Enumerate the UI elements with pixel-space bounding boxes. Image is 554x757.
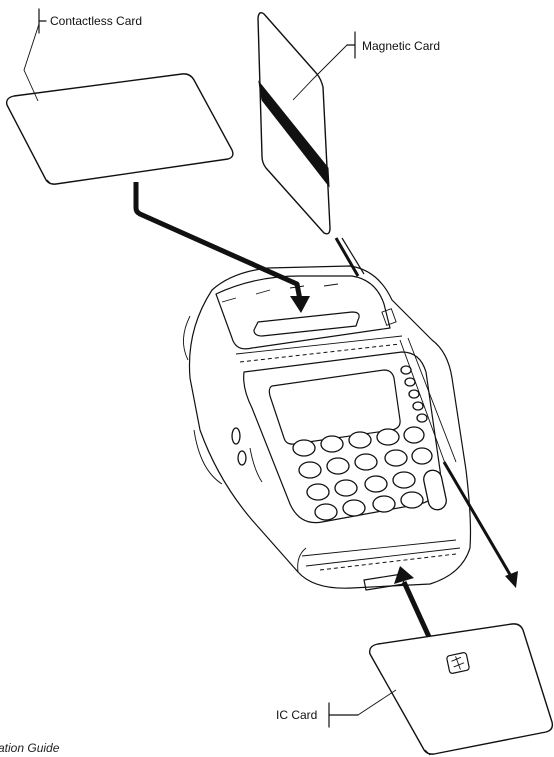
ic-card-label: IC Card [276, 708, 317, 722]
side-buttons [232, 428, 262, 482]
ic-card [370, 624, 553, 755]
contactless-tap-arrow [136, 182, 310, 313]
footer-title: ation Guide [0, 741, 60, 755]
ic-card-callout: IC Card [276, 690, 396, 727]
contactless-card [7, 74, 233, 184]
magnetic-card-label: Magnetic Card [362, 39, 440, 53]
function-buttons [401, 366, 427, 422]
pos-terminal [183, 266, 470, 590]
contactless-card-label: Contactless Card [50, 14, 142, 28]
magnetic-card [258, 13, 330, 234]
